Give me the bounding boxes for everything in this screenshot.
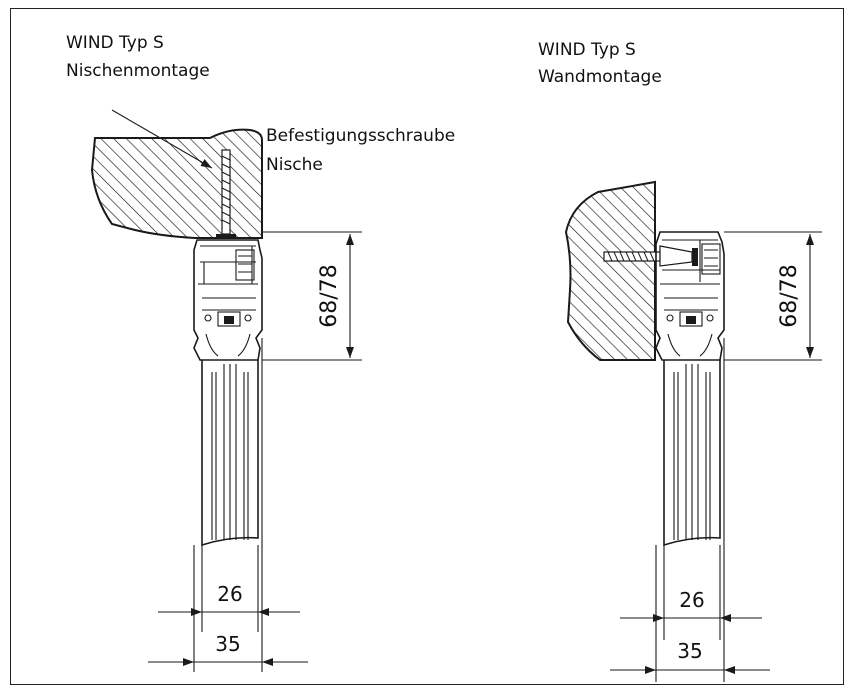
left-callout-line2: Nische [266, 155, 323, 175]
left-callout-arrow [111, 109, 213, 169]
left-dim-26-label: 26 [217, 582, 242, 606]
right-fabric-guide [663, 360, 721, 547]
left-dim-35-label: 35 [215, 632, 240, 656]
right-title-line2: Wandmontage [538, 67, 662, 87]
right-wall [564, 180, 656, 361]
left-fabric-guide [201, 360, 259, 547]
right-head-rail [655, 231, 725, 361]
right-title-line1: WIND Typ S [538, 40, 636, 60]
left-title-line1: WIND Typ S [66, 33, 164, 53]
left-head-rail [193, 239, 263, 361]
drawing-frame [10, 8, 844, 685]
left-screw [216, 149, 236, 239]
left-title-line2: Nischenmontage [66, 61, 210, 81]
right-screw [603, 245, 698, 267]
right-dim-26-label: 26 [679, 588, 704, 612]
left-callout-line1: Befestigungsschraube [266, 126, 455, 146]
right-panel: WIND Typ S Wandmontage [538, 40, 822, 682]
right-dim-v-label: 68/78 [777, 264, 802, 327]
left-panel: WIND Typ S Nischenmontage Befestigungssc… [66, 33, 455, 672]
left-ceiling-wall [90, 128, 263, 239]
right-dim-35-label: 35 [677, 639, 702, 663]
left-dim-v-label: 68/78 [317, 264, 342, 327]
